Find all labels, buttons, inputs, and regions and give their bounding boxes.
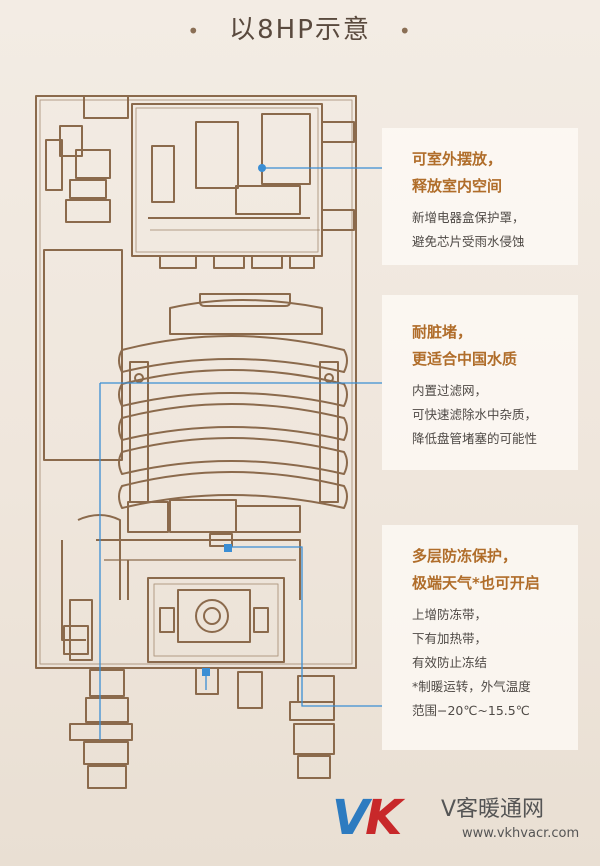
callout-1-desc-line-2: 避免芯片受雨水侵蚀 [412,234,525,249]
callout-1-title-line-2: 释放室内空间 [412,177,503,195]
separator-dome [169,299,323,335]
callout-3-desc-line-5: 范围−20℃~15.5℃ [412,703,530,718]
callout-2-desc-line-2: 可快速滤除水中杂质， [412,407,538,422]
callout-3-desc-line-4: *制暖运转，外气温度 [412,679,531,694]
callout-3-desc-line-1: 上增防冻带， [412,607,488,622]
marker-dot-1 [258,164,266,172]
bullet-dot-left-icon: • [187,19,202,43]
callout-line-3 [228,546,382,707]
marker-dot-4 [202,668,210,676]
header-title-text: 以8HP示意 [229,15,371,45]
marker-dot-3 [224,544,232,552]
watermark-logo: VK [332,790,402,846]
callout-3-desc-line-3: 有效防止冻结 [412,655,488,670]
callout-anti-clogging: 耐脏堵， 更适合中国水质 内置过滤网， 可快速滤除水中杂质， 降低盘管堵塞的可能… [382,295,578,470]
header-title: • 以8HP示意 • [0,10,600,50]
pump-body [147,577,285,663]
callout-3-desc-line-2: 下有加热带， [412,631,488,646]
callout-2-title-line-1: 耐脏堵， [412,323,473,341]
top-bracket-left [83,95,129,119]
callout-2-desc-line-1: 内置过滤网， [412,383,488,398]
callout-antifreeze: 多层防冻保护， 极端天气*也可开启 上增防冻带， 下有加热带， 有效防止冻结 *… [382,525,578,750]
callout-3-title-line-2: 极端天气*也可开启 [412,574,540,592]
watermark-letter-k: K [365,790,402,846]
callout-1-title-line-1: 可室外摆放， [412,150,503,168]
callout-3-title-line-1: 多层防冻保护， [412,547,518,565]
left-panel [43,249,123,461]
bullet-dot-right-icon: • [398,19,413,43]
inlet-valve [89,669,125,697]
callout-2-title-line-2: 更适合中国水质 [412,350,518,368]
electrical-box [131,103,323,257]
callout-2-desc-line-3: 降低盘管堵塞的可能性 [412,431,538,446]
callout-1-desc-line-1: 新增电器盒保护罩， [412,210,525,225]
callout-outdoor-placement: 可室外摆放， 释放室内空间 新增电器盒保护罩， 避免芯片受雨水侵蚀 [382,128,578,265]
watermark-url: www.vkhvacr.com [462,826,580,841]
watermark-letter-v: V [332,790,369,846]
watermark-title: V客暖通网 [441,797,545,822]
